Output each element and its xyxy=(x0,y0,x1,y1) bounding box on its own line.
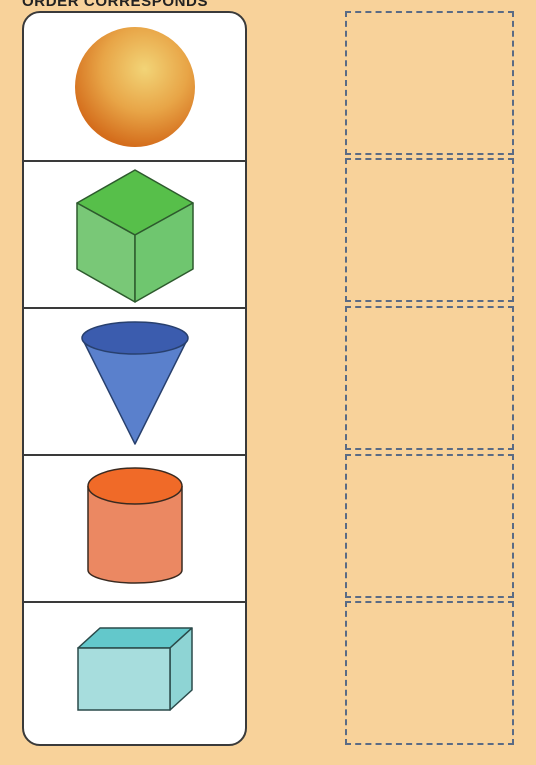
shape-card-cylinder[interactable] xyxy=(24,454,245,601)
rectangular-prism-icon xyxy=(76,626,193,711)
answer-drop-slot-5[interactable] xyxy=(345,601,514,745)
cylinder-icon xyxy=(86,466,183,584)
answer-drop-slot-2[interactable] xyxy=(345,158,514,302)
cube-icon xyxy=(75,168,194,303)
shape-card-cube[interactable] xyxy=(24,160,245,307)
shape-card-sphere[interactable] xyxy=(24,13,245,160)
cone-icon xyxy=(80,320,189,445)
shape-card-panel xyxy=(22,11,247,746)
page-title: ORDER CORRESPONDS xyxy=(22,0,209,10)
answer-drop-slot-1[interactable] xyxy=(345,11,514,155)
answer-drop-slot-4[interactable] xyxy=(345,454,514,598)
answer-drop-slot-3[interactable] xyxy=(345,306,514,450)
shape-card-rectangular-prism[interactable] xyxy=(24,601,245,744)
shape-card-cone[interactable] xyxy=(24,307,245,454)
sphere-icon xyxy=(74,26,195,147)
